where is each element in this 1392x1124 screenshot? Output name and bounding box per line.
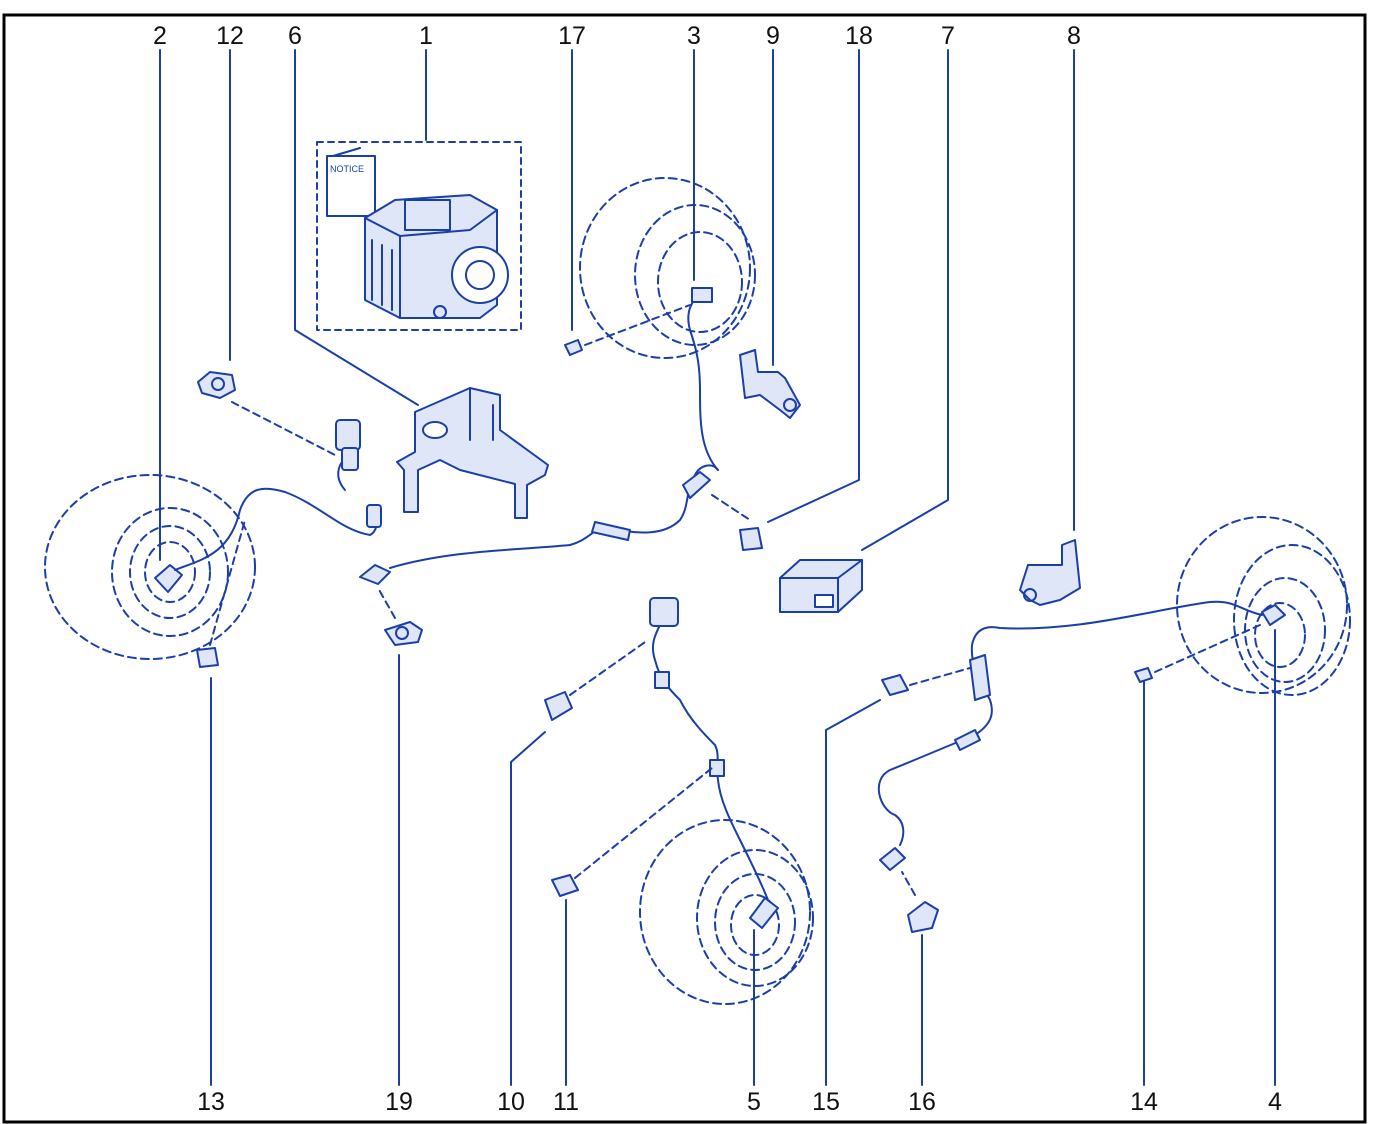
leader-lines-bottom (210, 629, 1276, 1086)
clip-16 (901, 871, 939, 933)
callout-1: 1 (419, 22, 433, 50)
callout-19: 19 (385, 1088, 413, 1116)
wheel-front-right (579, 177, 756, 359)
rear-right-harness (877, 600, 1286, 871)
callout-7: 7 (941, 22, 955, 50)
leader-lines-top (159, 49, 1075, 561)
wheel-front-left (44, 474, 256, 660)
callout-12: 12 (216, 22, 244, 50)
front-harness-19 (359, 287, 751, 646)
screw-17 (564, 304, 691, 356)
wheel-speed-sensor-front-left (154, 419, 382, 593)
rear-left-harness (649, 597, 779, 929)
abs-mounting-bracket (396, 387, 549, 519)
clip-10 (544, 639, 649, 721)
callout-8: 8 (1067, 22, 1081, 50)
wheel-rear-left (639, 819, 814, 1005)
callout-17: 17 (558, 22, 586, 50)
callout-18: 18 (845, 22, 873, 50)
callout-10: 10 (497, 1088, 525, 1116)
callout-6: 6 (288, 22, 302, 50)
callout-11: 11 (553, 1088, 579, 1116)
screw-14 (1134, 624, 1261, 683)
yaw-rate-sensor (779, 559, 863, 613)
frame-border (2, 13, 1367, 1124)
clip-13 (196, 519, 246, 668)
callout-15: 15 (812, 1088, 840, 1116)
clip-11 (551, 767, 713, 897)
callout-2: 2 (153, 22, 167, 50)
callout-9: 9 (766, 22, 780, 50)
callout-14: 14 (1130, 1088, 1158, 1116)
callout-13: 13 (197, 1088, 225, 1116)
clip-18 (739, 527, 763, 551)
callout-5: 5 (747, 1088, 761, 1116)
callout-16: 16 (908, 1088, 936, 1116)
bracket-8 (1019, 539, 1081, 606)
callout-4: 4 (1268, 1088, 1282, 1116)
abs-hydraulic-unit (316, 141, 522, 331)
clip-12 (197, 371, 336, 456)
callout-3: 3 (687, 22, 701, 50)
bracket-9 (739, 349, 801, 419)
wheel-rear-right (1176, 516, 1351, 696)
clip-15 (881, 667, 971, 696)
notice-label: NOTICE (330, 164, 364, 174)
